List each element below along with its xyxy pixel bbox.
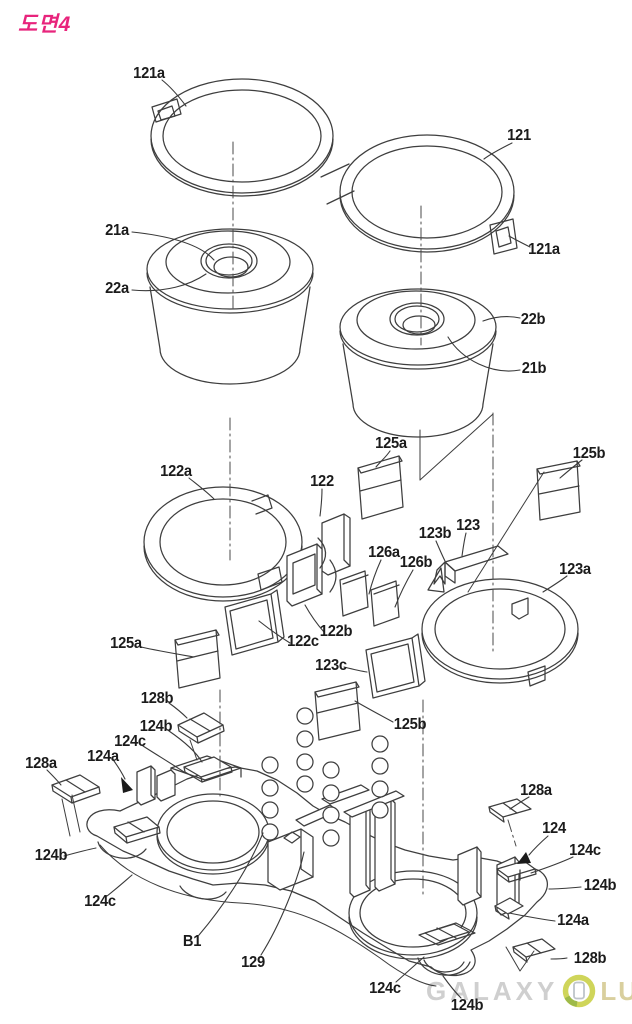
ref-label-121a-right: 121a — [528, 241, 560, 259]
magnet-plate-125a-top — [358, 456, 403, 519]
ref-label-126b: 126b — [400, 554, 432, 572]
ref-label-124c-bottom: 124c — [369, 980, 401, 998]
plate-126b — [371, 581, 399, 626]
ref-label-22a: 22a — [105, 280, 129, 298]
ref-label-125a-top: 125a — [375, 435, 407, 453]
ref-label-128a-right: 128a — [520, 782, 552, 800]
frame-121 — [151, 79, 517, 254]
plate-128a-right — [489, 799, 531, 822]
ref-label-128b-right: 128b — [574, 950, 606, 968]
ref-label-124b-right: 124b — [584, 877, 616, 895]
plate-126a — [340, 571, 368, 616]
carrier-123 — [422, 546, 578, 686]
lens-barrel-left — [147, 229, 313, 384]
ref-label-124b-bottom: 124b — [451, 997, 483, 1015]
plate-128a-left — [52, 775, 100, 803]
magnet-plate-123c — [366, 634, 425, 698]
figure-caption: 도면4 — [18, 8, 71, 38]
ref-label-122a: 122a — [160, 463, 192, 481]
magnet-plate-122c — [225, 590, 284, 655]
ref-label-125b-mid: 125b — [394, 716, 426, 734]
ref-label-b1: B1 — [183, 933, 201, 951]
ref-label-124: 124 — [542, 820, 566, 838]
magnet-plate-125b-mid — [315, 682, 360, 740]
plate-128b-right — [513, 939, 555, 962]
ref-label-122b: 122b — [320, 623, 352, 641]
ref-label-123: 123 — [456, 517, 480, 535]
ref-label-124c-right: 124c — [569, 842, 601, 860]
ref-label-124c-topleft: 124c — [114, 733, 146, 751]
ref-label-122c: 122c — [287, 633, 319, 651]
ref-label-123c: 123c — [315, 657, 347, 675]
ref-label-128a-left: 128a — [25, 755, 57, 773]
ref-label-126a: 126a — [368, 544, 400, 562]
carrier-122 — [144, 487, 350, 606]
ref-label-125a-left: 125a — [110, 635, 142, 653]
lens-barrel-right — [340, 289, 496, 437]
ref-label-123a: 123a — [559, 561, 591, 579]
magnet-plate-125b-top — [537, 461, 580, 520]
ref-label-122: 122 — [310, 473, 334, 491]
ref-label-21a: 21a — [105, 222, 129, 240]
base-124 — [87, 756, 547, 986]
ref-label-21b: 21b — [522, 360, 547, 378]
ref-label-124a-right: 124a — [557, 912, 589, 930]
magnet-plate-125a-left — [175, 630, 220, 688]
ref-label-124b-left: 124b — [35, 847, 67, 865]
ref-label-129: 129 — [241, 954, 265, 972]
ref-label-22b: 22b — [521, 311, 546, 329]
ref-label-125b-top: 125b — [573, 445, 605, 463]
ref-label-121a-top: 121a — [133, 65, 165, 83]
ref-label-123b: 123b — [419, 525, 451, 543]
ref-label-124c-left: 124c — [84, 893, 116, 911]
ref-label-121: 121 — [507, 127, 531, 145]
ref-label-128b-left: 128b — [141, 690, 173, 708]
plate-128b-left — [178, 713, 224, 743]
ref-label-124a-left: 124a — [87, 748, 119, 766]
